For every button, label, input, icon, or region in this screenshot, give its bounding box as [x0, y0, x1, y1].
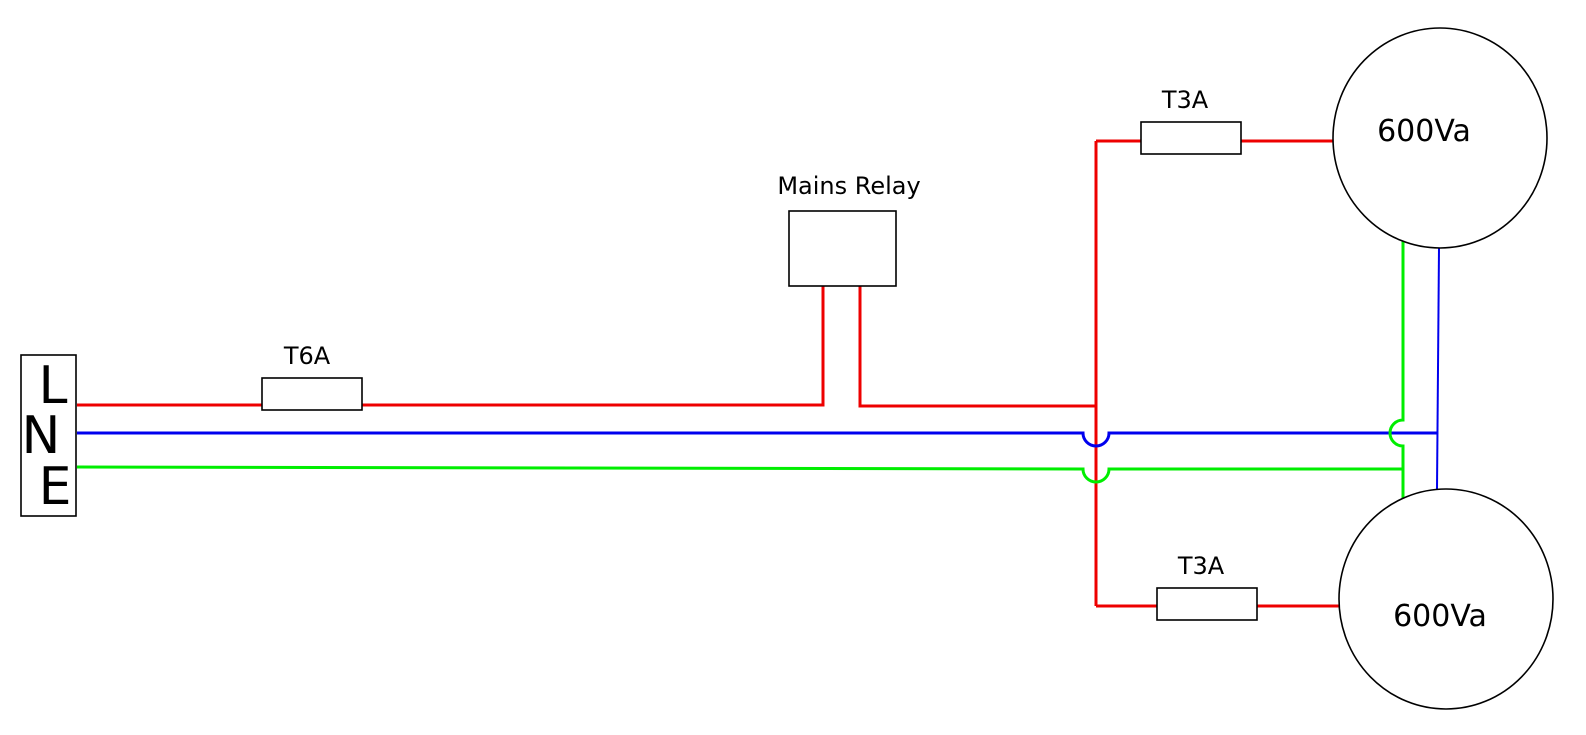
lower-fuse-body	[1156, 587, 1258, 621]
terminal-block: L N E	[20, 354, 77, 517]
upper-transformer-body	[1332, 27, 1548, 249]
live-wires	[77, 139, 1340, 608]
live-wire-main-fuse-to-relay	[362, 286, 825, 407]
main-fuse-label: T6A	[283, 342, 331, 370]
upper-transformer-label: 600Va	[1377, 114, 1471, 149]
earth-wire-main	[76, 465, 1403, 484]
neutral-wire-transformer-link	[1436, 247, 1440, 490]
upper-fuse-label: T3A	[1161, 86, 1209, 114]
lower-transformer-label: 600Va	[1393, 599, 1487, 634]
upper-fuse: T3A	[1140, 86, 1242, 155]
neutral-wires	[77, 247, 1440, 490]
live-wire-relay-to-bus	[858, 286, 1096, 408]
lower-transformer-body	[1338, 488, 1554, 710]
mains-relay-label: Mains Relay	[777, 172, 920, 200]
upper-transformer: 600Va	[1332, 27, 1548, 249]
mains-relay-body	[788, 210, 897, 287]
main-fuse: T6A	[261, 342, 363, 411]
earth-wire-transformer-link	[1388, 241, 1405, 499]
main-fuse-body	[261, 377, 363, 411]
upper-fuse-body	[1140, 121, 1242, 155]
lower-fuse: T3A	[1156, 552, 1258, 621]
terminal-label-earth: E	[39, 457, 72, 517]
lower-transformer: 600Va	[1338, 488, 1554, 710]
lower-fuse-label: T3A	[1177, 552, 1225, 580]
terminal-label-live: L	[39, 356, 68, 416]
earth-wires	[76, 241, 1405, 499]
terminal-label-neutral: N	[22, 406, 61, 466]
terminal-block-outline	[20, 354, 77, 517]
mains-relay: Mains Relay	[777, 172, 921, 287]
neutral-wire-main	[77, 431, 1438, 448]
